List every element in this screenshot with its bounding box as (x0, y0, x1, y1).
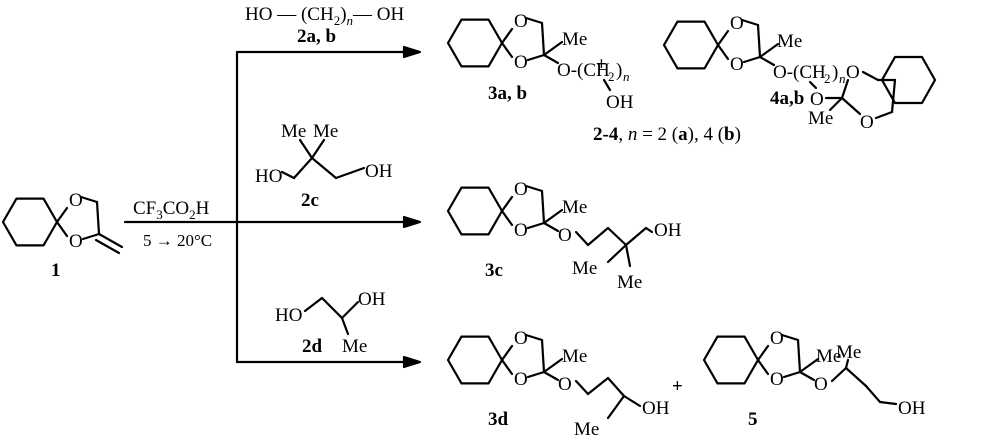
chem-label: Me (572, 258, 597, 279)
reaction-arrows (123, 45, 422, 369)
compound-3d: O O Me O OH Me 3d (446, 328, 670, 440)
chem-label: ) (616, 60, 622, 81)
chem-label: Me (562, 29, 587, 50)
chem-label: Me (836, 342, 861, 363)
chem-label: ), 4 ( (688, 124, 724, 145)
footnote: 2-4, n = 2 (a), 4 (b) (593, 124, 741, 145)
chem-label: Me (562, 197, 587, 218)
chem-label: = 2 ( (637, 124, 678, 145)
chem-label: n (839, 71, 846, 86)
chem-label: O (730, 13, 744, 34)
chem-label: CO (163, 198, 189, 219)
chem-label: 2c (301, 190, 319, 211)
chem-label: — (CH (272, 4, 334, 25)
chem-label: HO (255, 166, 282, 187)
chem-label: O (730, 54, 744, 75)
chem-label: O (514, 369, 528, 390)
reaction-conditions: 5 → 20°C (143, 231, 212, 250)
chem-label: O (558, 225, 572, 246)
chem-label: HO (245, 4, 272, 25)
chem-label: OH (898, 398, 926, 419)
chem-label: O (860, 112, 874, 133)
plus-sign: + (672, 376, 683, 397)
chem-label: — OH (352, 4, 404, 25)
chem-label: O (514, 328, 528, 349)
chem-label: O (810, 89, 824, 110)
chem-label: O-(CH (557, 60, 610, 81)
chem-label: a (678, 124, 688, 145)
chem-label: , (618, 124, 628, 145)
chem-label: ) (340, 4, 346, 25)
chem-label: O (514, 179, 528, 200)
chem-label: Me (562, 346, 587, 367)
compound-1: O O 1 (1, 190, 124, 281)
chem-label: O (514, 11, 528, 32)
compound-label: 1 (51, 260, 61, 281)
chem-label: O (770, 328, 784, 349)
chem-label: n (347, 13, 354, 28)
chem-label: 2-4 (593, 124, 619, 145)
chem-label: 3a, b (488, 83, 527, 104)
chem-label: 3 (156, 207, 163, 222)
chem-label: ) (832, 62, 838, 83)
chem-label: Me (617, 272, 642, 293)
chem-label: OH (358, 289, 386, 310)
chem-label: OH (654, 220, 682, 241)
chem-label: O-(CH (773, 62, 826, 83)
chem-label: OH (365, 161, 393, 182)
reagent-acid: CF3CO2H (133, 198, 210, 222)
atom-o: O (69, 231, 83, 252)
chem-label: Me (281, 121, 306, 142)
chem-label: OH (606, 92, 634, 113)
compound-3ab: O O Me O-(CH2)n OH 3a, b (446, 11, 634, 113)
chem-label: O (514, 52, 528, 73)
chem-label: n (623, 69, 630, 84)
reagent-diol-c: Me Me HO OH 2c (255, 121, 393, 211)
chem-label: 3c (485, 260, 503, 281)
chem-label: 5 (748, 409, 758, 430)
atom-o: O (69, 190, 83, 211)
chem-label: Me (816, 346, 841, 367)
chem-label: b (724, 124, 735, 145)
chem-label: O (846, 62, 860, 83)
chem-label: ) (735, 124, 741, 145)
chem-label: 4a,b (770, 88, 804, 109)
chem-label: O (770, 369, 784, 390)
reagent-diol-ab: HO — (CH2)n— OH (245, 4, 404, 28)
compound-4ab: O O Me O-(CH2)n O O Me O 4a,b (662, 13, 937, 133)
chem-label: 2 (189, 207, 196, 222)
chem-label: O (514, 220, 528, 241)
chem-label: CF (133, 198, 156, 219)
chem-label: OH (642, 398, 670, 419)
chem-label: O (558, 374, 572, 395)
chem-label: H (196, 198, 210, 219)
chem-label: 2 (334, 13, 341, 28)
chem-label: Me (342, 336, 367, 357)
chem-label: n (628, 124, 638, 145)
compound-5: O O Me O Me OH 5 (702, 328, 926, 430)
reagent-label: 2a, b (297, 26, 336, 47)
compound-3c: O O Me O OH Me Me 3c (446, 179, 682, 293)
chem-label: HO (275, 305, 302, 326)
chem-label: Me (808, 108, 833, 129)
reagent-diol-d: HO OH Me 2d (275, 289, 386, 357)
chem-label: Me (313, 121, 338, 142)
chem-label: Me (574, 419, 599, 440)
chem-label: Me (777, 31, 802, 52)
chem-label: O (814, 374, 828, 395)
plus-sign: + (596, 54, 607, 75)
chem-label: 2d (302, 336, 323, 357)
chem-label: 2 (608, 69, 615, 84)
chem-label: 3d (488, 409, 509, 430)
chem-label: 2 (824, 71, 831, 86)
